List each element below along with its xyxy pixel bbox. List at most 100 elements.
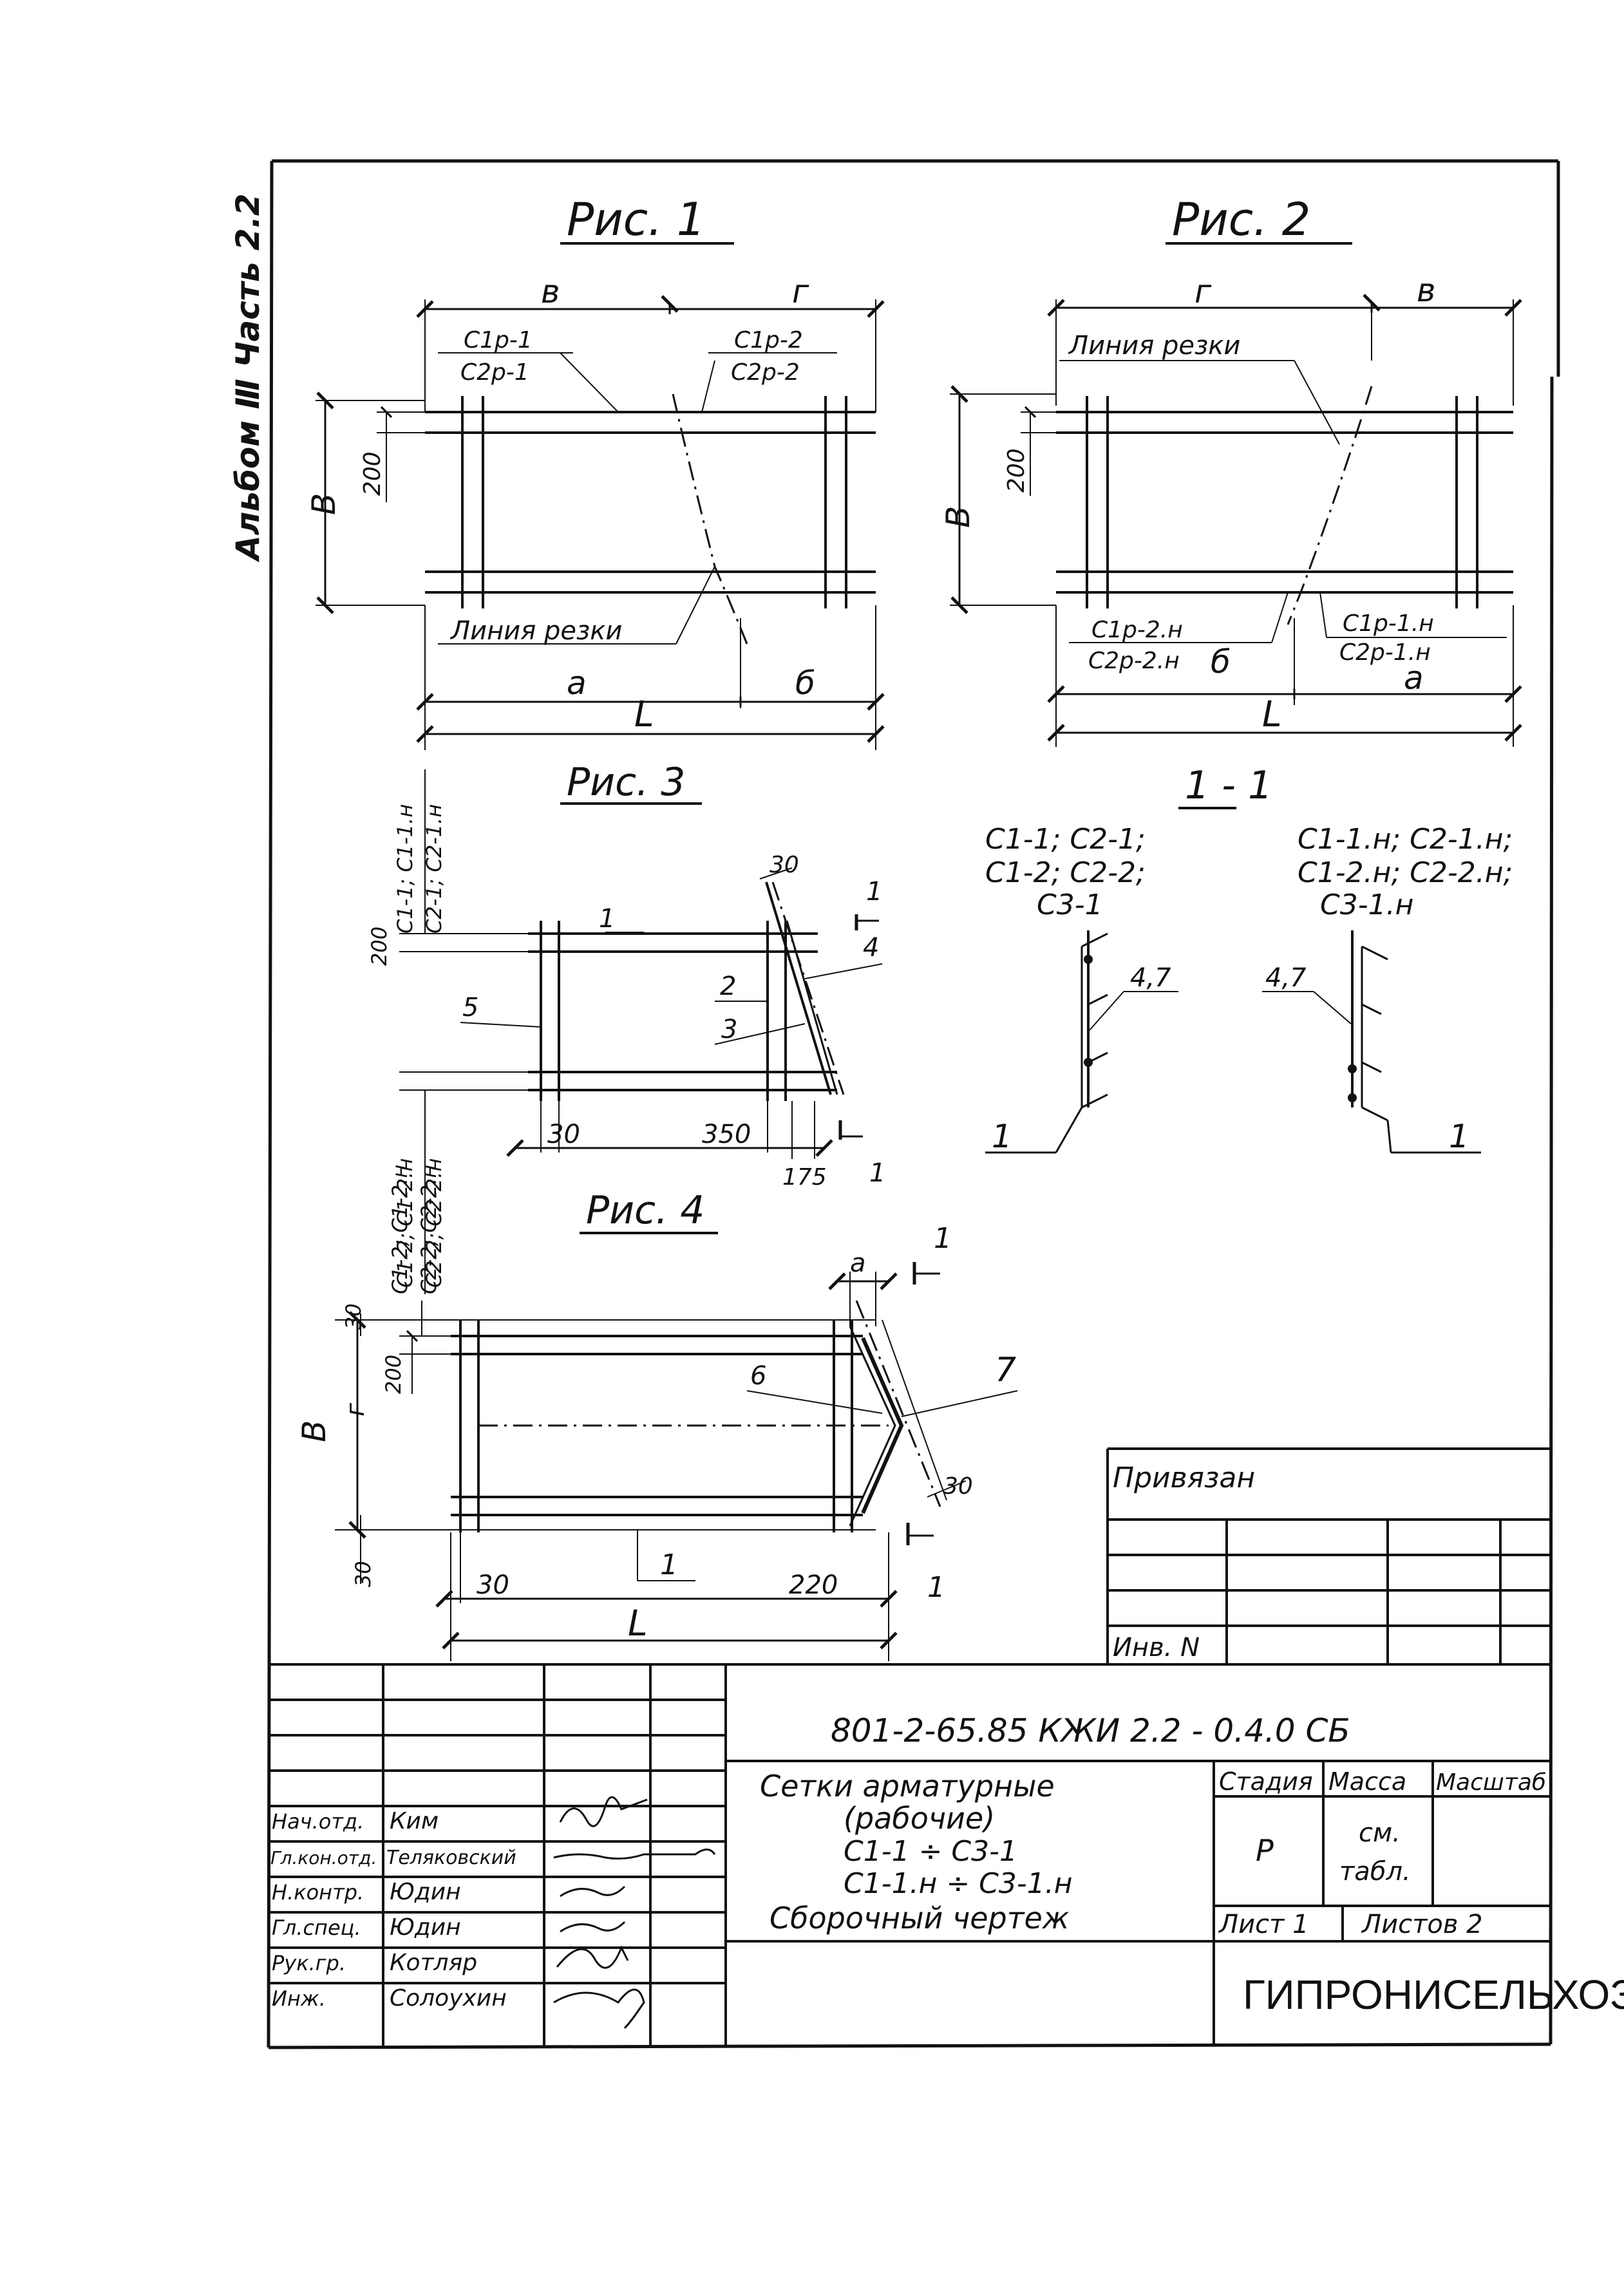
fig3-side-bottom-1: С1-2; С1-2.н (393, 1158, 417, 1288)
fig3-side-bottom-2: С2-2; С2-2.н (422, 1158, 446, 1288)
fig2-cut-line-label: Линия резки (1068, 331, 1240, 361)
fig3-title: Рис. 3 (567, 760, 685, 805)
fig2-lbl-left-1: С1р-2.н (1091, 617, 1183, 643)
role-5: Рук.гр. (272, 1951, 346, 1975)
doc-name-2: (рабочие) (844, 1801, 995, 1836)
doc-name-4: С1-1.н ÷ С3-1.н (844, 1867, 1073, 1900)
fig2-dim-g: г (1194, 273, 1212, 310)
role-4: Гл.спец. (272, 1916, 361, 1940)
stamp-title: Привязан (1113, 1462, 1255, 1494)
section-num-left: 1 (992, 1118, 1012, 1155)
fig2-dim-200: 200 (1003, 448, 1030, 493)
signature-3 (560, 1885, 626, 1897)
fig2-title: Рис. 2 (1172, 193, 1310, 246)
mass-label: Масса (1328, 1767, 1406, 1796)
fig3-dim-30: 30 (547, 1120, 580, 1149)
scale-label: Масштаб (1436, 1769, 1546, 1796)
section-left-line-1: С1-1; С2-1; (985, 823, 1146, 856)
signatures (553, 1796, 716, 2029)
fig4-side-1: С1-2; С1-2.н (388, 1165, 412, 1294)
title-block: 801-2-65.85 КЖИ 2.2 - 0.4.0 СБ Сетки арм… (269, 1663, 1624, 2046)
role-6: Инж. (272, 1986, 326, 2011)
figure-4: Рис. 4 С1-2; С1-2.н С2-2; С2-2.н а 1 6 (296, 1165, 1018, 1661)
section-left-line-2: С1-2; С2-2; (985, 856, 1146, 889)
fig1-dim-b: б (795, 664, 815, 702)
section-left-line-3: С3-1 (1037, 889, 1103, 921)
fig1-lbl-right-2: С2р-2 (731, 359, 800, 386)
fig4-title: Рис. 4 (586, 1188, 704, 1233)
doc-name-1: Сетки арматурные (760, 1769, 1055, 1803)
sheet-number: Лист 1 (1218, 1910, 1309, 1939)
section-right-line-3: С3-1.н (1320, 889, 1413, 921)
name-4: Юдин (390, 1914, 461, 1941)
signature-1 (559, 1796, 648, 1827)
name-1: Ким (390, 1808, 439, 1834)
sheets-total: Листов 2 (1361, 1910, 1483, 1939)
fig4-dim-a: а (850, 1248, 866, 1278)
fig1-dim-200: 200 (359, 451, 386, 496)
fig4-dim-B: В (296, 1420, 333, 1442)
fig2-lbl-left-2: С2р-2.н (1088, 648, 1180, 674)
name-2: Теляковский (386, 1847, 516, 1869)
doc-code: 801-2-65.85 КЖИ 2.2 - 0.4.0 СБ (831, 1712, 1350, 1749)
org-name: ГИПРОНИСЕЛЬХОЗ (1243, 1972, 1624, 2018)
fig1-title: Рис. 1 (567, 193, 705, 246)
signature-2 (553, 1849, 716, 1860)
signature-4 (560, 1921, 626, 1933)
fig3-pos-1: 1 (599, 904, 615, 934)
fig1-lbl-left-1: С1р-1 (464, 327, 533, 353)
figure-1: Рис. 1 в г С1р-1 С2р-1 С1р-2 С2р-2 (305, 193, 885, 750)
stamp-inv: Инв. N (1113, 1633, 1200, 1662)
stage-value: Р (1256, 1833, 1274, 1868)
fig3-pos-5: 5 (462, 993, 478, 1022)
fig3-side-top-2: С2-1; С2-1.н (422, 804, 446, 934)
fig4-dim-g: г (341, 1402, 370, 1417)
figure-2: Рис. 2 г в Линия резки В 200 С1р-2. (939, 193, 1522, 747)
section-pos-right: 4,7 (1265, 963, 1307, 993)
fig3-dim-200: 200 (367, 927, 392, 966)
fig4-sec-top: 1 (934, 1222, 952, 1255)
fig3-dim-175: 175 (782, 1164, 827, 1191)
doc-name-5: Сборочный чертеж (770, 1901, 1070, 1935)
fig2-dim-b: б (1211, 643, 1231, 681)
name-3: Юдин (390, 1879, 461, 1905)
fig2-lbl-right-1: С1р-1.н (1343, 610, 1434, 637)
section-num-right: 1 (1449, 1118, 1469, 1155)
fig2-dim-L: L (1262, 693, 1282, 735)
fig3-dim-350: 350 (702, 1120, 751, 1149)
name-6: Солоухин (390, 1985, 507, 2011)
section-1-1: 1 - 1 С1-1; С2-1; С1-2; С2-2; С3-1 С1-1.… (985, 763, 1513, 1155)
fig4-dim-L: L (628, 1603, 648, 1644)
fig1-dim-L: L (634, 693, 654, 735)
section-right-line-2: С1-2.н; С2-2.н; (1298, 856, 1513, 889)
stamp-box: Привязан Инв. N (1106, 1447, 1551, 1664)
section-pos-left: 4,7 (1130, 963, 1171, 993)
fig1-dim-B: В (305, 493, 343, 515)
mass-value-2: табл. (1339, 1857, 1411, 1887)
fig4-pos-6: 6 (750, 1361, 766, 1391)
role-2: Гл.кон.отд. (270, 1847, 377, 1869)
fig3-pos-4: 4 (863, 933, 879, 963)
fig3-dim-30-top: 30 (770, 852, 799, 878)
figure-3: Рис. 3 С1-1; С1-1.н С2-1; С2-1.н 200 30 … (367, 760, 885, 1294)
fig2-dim-v: в (1417, 272, 1435, 309)
fig4-dim-30-bottom: 30 (351, 1561, 375, 1587)
mass-value-1: см. (1359, 1818, 1401, 1848)
fig4-dim-30-right: 30 (943, 1473, 973, 1500)
signature-5 (556, 1945, 629, 1969)
fig4-pos-1: 1 (660, 1548, 678, 1581)
fig4-dim-30: 30 (477, 1570, 509, 1600)
fig4-sec-bottom: 1 (927, 1571, 945, 1604)
fig1-dim-g: г (792, 273, 809, 310)
fig2-dim-B: В (939, 506, 977, 528)
fig4-dim-30-top: 30 (341, 1303, 366, 1330)
stage-label: Стадия (1219, 1767, 1313, 1796)
doc-name-3: С1-1 ÷ С3-1 (844, 1835, 1017, 1868)
signature-6 (553, 1988, 645, 2029)
name-5: Котляр (390, 1950, 477, 1976)
fig1-cut-line-label: Линия резки (449, 616, 622, 646)
fig4-pos-7: 7 (995, 1351, 1016, 1389)
fig2-dim-a: а (1404, 659, 1424, 697)
fig3-sec-bottom: 1 (869, 1158, 885, 1188)
